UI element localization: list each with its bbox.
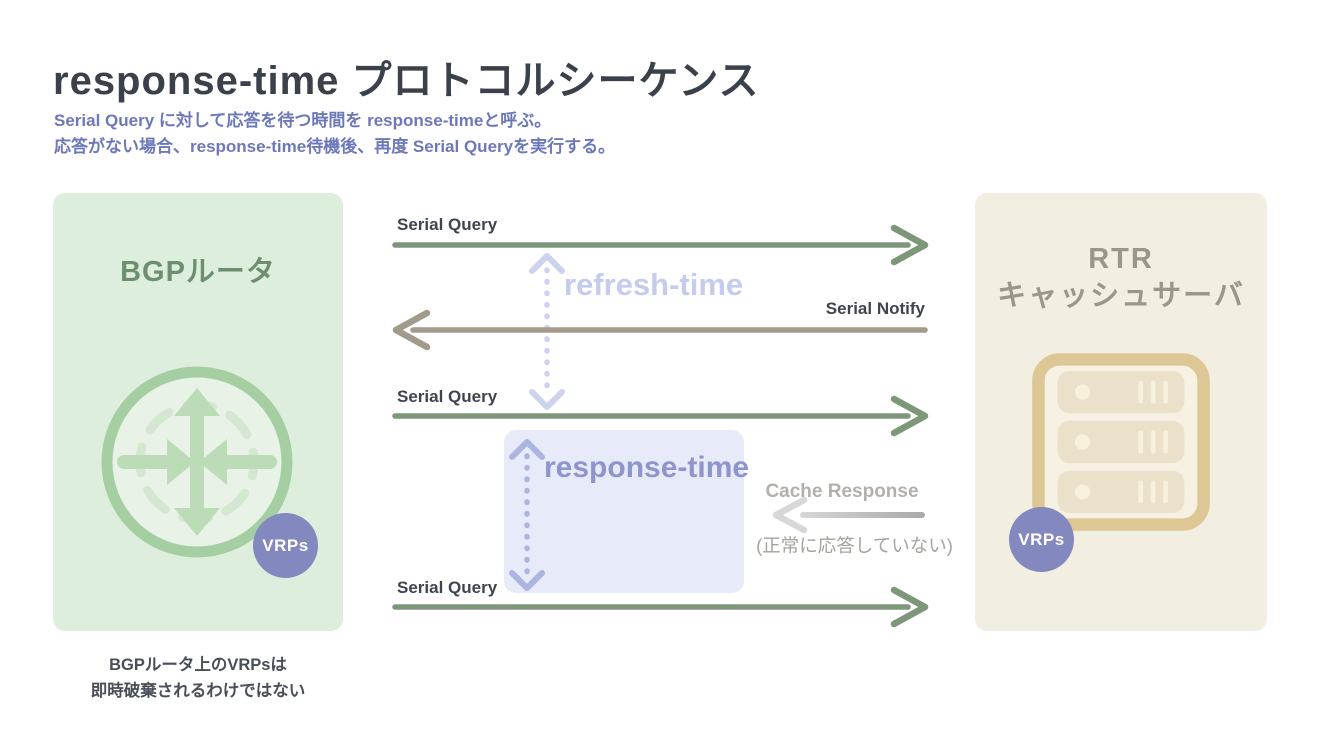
- response-time-arrow: [509, 439, 545, 591]
- serial-query-arrow-3: [392, 586, 929, 628]
- vrps-badge-right-label: VRPs: [1018, 529, 1065, 549]
- page-title: response-time プロトコルシーケンス: [53, 59, 760, 103]
- vrps-badge-left: VRPs: [253, 513, 318, 578]
- server-icon: [1032, 353, 1210, 531]
- cache-response-note: (正常に応答していない): [756, 535, 953, 556]
- serial-query-label-2: Serial Query: [397, 387, 498, 406]
- server-slots: [1057, 370, 1185, 514]
- caption-line-1: BGPルータ上のVRPsは: [109, 656, 287, 674]
- rtr-cache-title: RTR キャッシュサーバ: [975, 241, 1267, 315]
- caption-line-2: 即時破棄されるわけではない: [90, 682, 306, 700]
- page-subtitle: Serial Query に対して応答を待つ時間を response-timeと…: [54, 108, 615, 160]
- cache-response-arrow: [772, 496, 925, 534]
- bgp-router-title: BGPルータ: [120, 256, 276, 288]
- serial-notify-label: Serial Notify: [825, 299, 925, 318]
- rtr-title-line-2: キャッシュサーバ: [997, 280, 1245, 312]
- refresh-time-arrow: [529, 253, 565, 410]
- vrps-badge-left-label: VRPs: [262, 535, 309, 555]
- cache-response-label: Cache Response: [765, 481, 919, 502]
- refresh-time-label: refresh-time: [564, 267, 744, 302]
- serial-query-arrow-1: [392, 224, 929, 266]
- rtr-title-line-1: RTR: [1088, 243, 1154, 275]
- subtitle-line-1: Serial Query に対して応答を待つ時間を response-timeと…: [54, 111, 552, 130]
- serial-query-label-1: Serial Query: [397, 215, 498, 234]
- sequence-arrows: [392, 224, 929, 628]
- bgp-router-caption: BGPルータ上のVRPsは 即時破棄されるわけではない: [53, 652, 343, 704]
- subtitle-line-2: 応答がない場合、response-time待機後、再度 Serial Query…: [54, 137, 616, 156]
- router-arrows: [117, 388, 277, 536]
- serial-query-arrow-2: [392, 395, 929, 437]
- serial-query-label-3: Serial Query: [397, 578, 498, 597]
- vrps-badge-right: VRPs: [1009, 507, 1074, 572]
- response-time-label: response-time: [544, 451, 750, 484]
- router-icon: [101, 366, 293, 558]
- serial-notify-arrow: [392, 309, 928, 351]
